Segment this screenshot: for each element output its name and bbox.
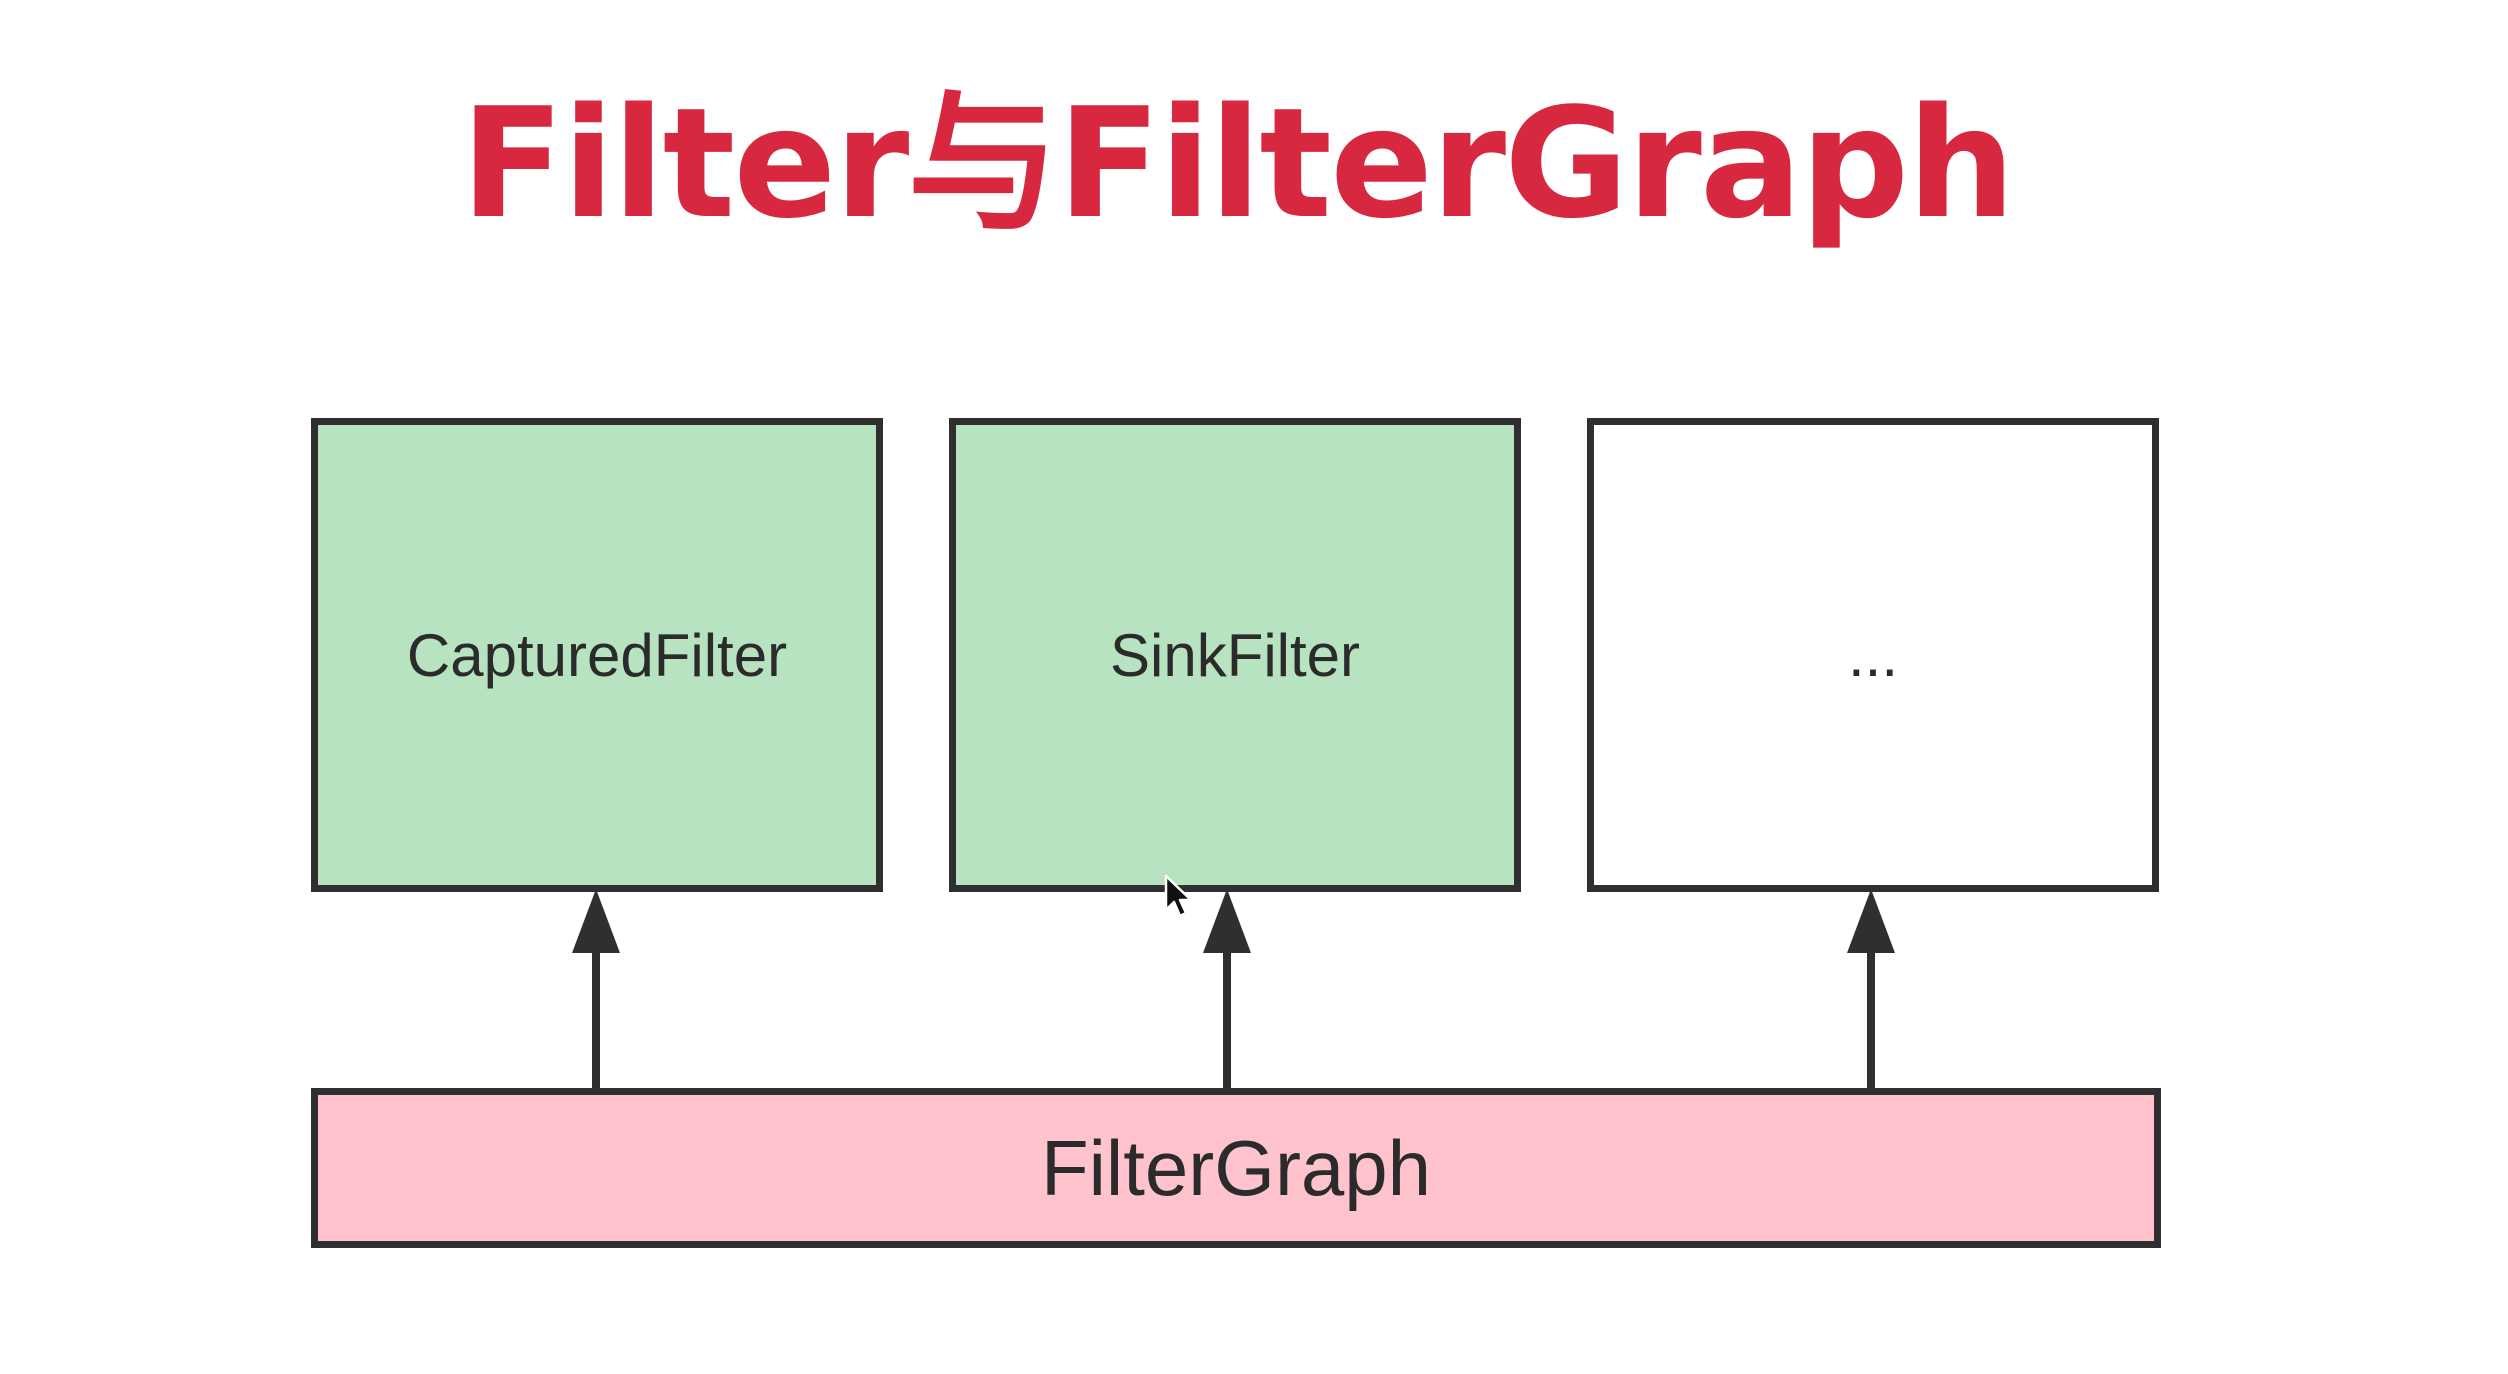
captured-filter-label: CapturedFilter bbox=[406, 621, 788, 689]
arrow-graph-to-captured-filter bbox=[572, 889, 620, 1091]
captured-filter-box: CapturedFilter bbox=[311, 418, 883, 892]
more-filters-box: ... bbox=[1587, 418, 2159, 892]
mouse-cursor-icon bbox=[1164, 874, 1193, 918]
arrow-graph-to-sink-filter bbox=[1203, 889, 1251, 1091]
filter-graph-label: FilterGraph bbox=[1040, 1123, 1432, 1212]
sink-filter-label: SinkFilter bbox=[1109, 621, 1361, 689]
more-filters-label: ... bbox=[1847, 621, 1898, 689]
arrow-graph-to-more-filters bbox=[1847, 889, 1895, 1091]
sink-filter-box: SinkFilter bbox=[949, 418, 1521, 892]
diagram-title: Filter与FilterGraph bbox=[460, 75, 2016, 252]
filter-graph-box: FilterGraph bbox=[311, 1088, 2161, 1248]
